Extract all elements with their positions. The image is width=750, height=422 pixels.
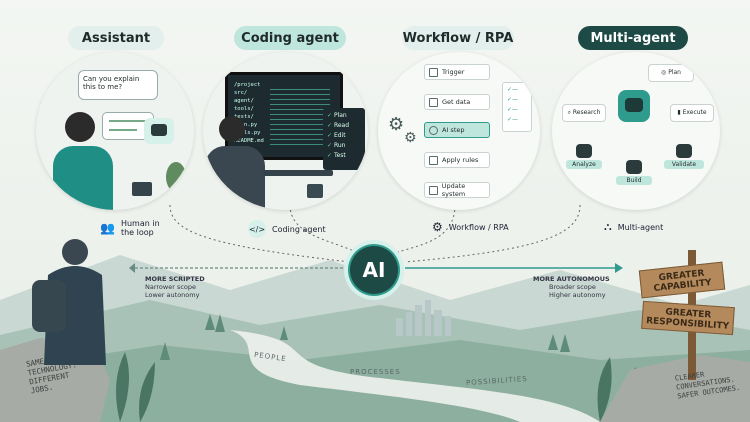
checklist-panel: ✓ Plan ✓ Read ✓ Edit ✓ Run ✓ Test	[323, 108, 365, 170]
agent-analyze: Analyze	[566, 144, 602, 169]
agent-validate: Validate	[664, 144, 704, 169]
category-pill-coding-agent: Coding agent	[234, 26, 346, 50]
spectrum-right: MORE AUTONOMOUS Broader scope Higher aut…	[533, 275, 610, 299]
category-pill-multi-agent: Multi-agent	[578, 26, 688, 50]
agent-execute: ▮ Execute	[670, 104, 714, 122]
workflow-step-trigger: Trigger	[424, 64, 490, 80]
gear-icon: ⚙	[388, 114, 405, 135]
code-icon: </>	[248, 220, 266, 238]
agent-build: Build	[616, 160, 652, 185]
checkbox-list-card: ✓—✓—✓—✓—	[502, 82, 532, 132]
assistant-illustration: Can you explain this to me?	[36, 52, 194, 210]
people-icon: 👥	[100, 221, 115, 235]
workflow-steps: Trigger Get data AI step Apply rules Upd…	[424, 64, 494, 204]
category-pill-assistant: Assistant	[68, 26, 164, 50]
developer-person	[205, 116, 265, 210]
person-at-laptop	[51, 112, 113, 210]
agent-research: ⌕ Research	[562, 104, 606, 122]
gear-icon: ⚙	[432, 220, 443, 234]
label-human-in-loop: 👥 Human in the loop	[100, 219, 160, 237]
workflow-step-update-system: Update system	[424, 182, 490, 198]
network-icon: ⛬	[604, 220, 612, 233]
central-robot-icon	[618, 90, 650, 122]
workflow-step-get-data: Get data	[424, 94, 490, 110]
label-coding-agent: </> Coding agent	[248, 220, 326, 238]
chat-bubble-question: Can you explain this to me?	[78, 70, 158, 100]
label-multi-agent: ⛬ Multi-agent	[604, 220, 664, 233]
multi-agent-illustration: ◎ Plan ⌕ Research ▮ Execute Analyze Buil…	[552, 52, 720, 210]
workflow-illustration: Trigger Get data AI step Apply rules Upd…	[378, 52, 540, 210]
path-word-processes: PROCESSES	[350, 368, 401, 376]
workflow-step-apply-rules: Apply rules	[424, 152, 490, 168]
gear-icon-small: ⚙	[404, 130, 417, 146]
spectrum-left: MORE SCRIPTED Narrower scope Lower auton…	[145, 275, 205, 299]
ai-hub-core: AI	[350, 246, 398, 294]
label-workflow: ⚙ Workflow / RPA	[432, 220, 509, 234]
agent-plan: ◎ Plan	[648, 64, 694, 82]
workflow-step-ai: AI step	[424, 122, 490, 138]
category-pill-workflow: Workflow / RPA	[402, 26, 514, 50]
robot-icon	[144, 118, 174, 144]
